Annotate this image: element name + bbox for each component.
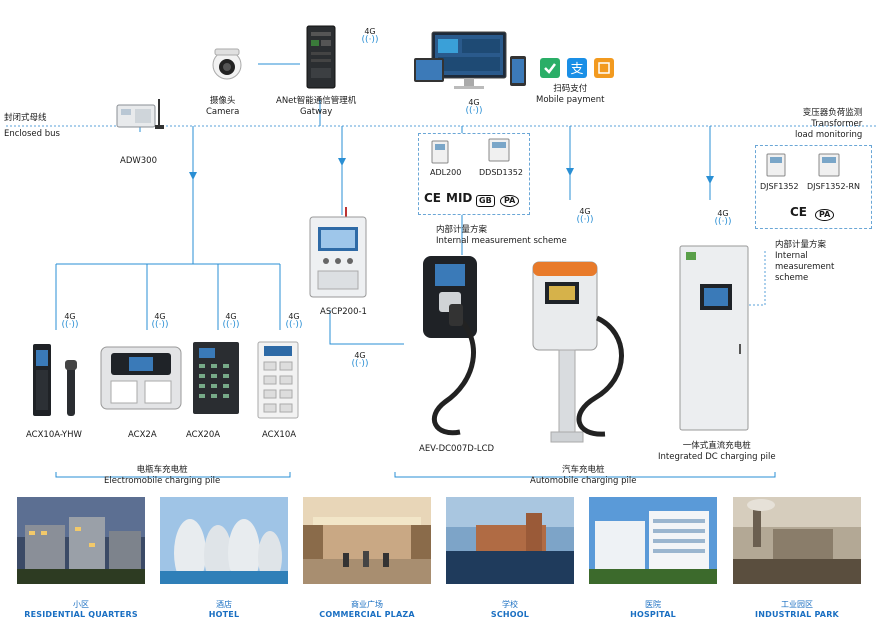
ddsd1352-label: DDSD1352	[479, 168, 523, 177]
monitoring-screens	[414, 31, 526, 89]
electromobile-pile-label: 电瓶车充电桩 Electromobile charging pile	[104, 465, 221, 486]
signal-ascp: 4G((·))	[351, 351, 369, 369]
djsf1352rn-meter	[818, 153, 840, 177]
internal-scheme-left: 内部计量方案 Internal measurement scheme	[436, 225, 567, 246]
automobile-pile-label: 汽车充电桩 Automobile charging pile	[530, 465, 637, 486]
integrated-dc-label: 一体式直流充电桩 Integrated DC charging pile	[658, 441, 776, 462]
acx20a-label: ACX20A	[186, 430, 221, 440]
djsf1352rn-label: DJSF1352-RN	[807, 182, 860, 191]
gb-mark: GB	[476, 195, 495, 207]
acx20a-device	[193, 342, 239, 414]
transformer-label: 变压器负荷监测 Transformer load monitoring	[795, 108, 863, 140]
integrated-dc-device	[679, 245, 749, 431]
signal-gateway: 4G((·))	[358, 28, 382, 45]
acx10a-device	[257, 341, 299, 419]
mid-mark: MID	[446, 191, 473, 205]
wifi-icon: ((·))	[361, 35, 379, 45]
signal-dc: 4G((·))	[714, 209, 732, 227]
pa-mark: PA	[500, 195, 520, 207]
acx2a-device	[100, 346, 182, 410]
adw300-label: ADW300	[120, 156, 157, 166]
ddsd1352-meter	[488, 138, 510, 162]
adl200-label: ADL200	[430, 168, 462, 177]
automobile-pile-device	[532, 261, 624, 443]
scene-photo-school	[446, 497, 574, 584]
gateway-device	[306, 25, 336, 89]
camera-device	[212, 48, 242, 80]
acx10a-yhw-device	[33, 344, 77, 416]
scene-photo-residential	[17, 497, 145, 584]
ce-mark-right: CE	[790, 205, 808, 219]
payment-label: 扫码支付 Mobile payment	[536, 84, 605, 105]
wechat-pay-icon	[540, 58, 560, 78]
adw300-device	[116, 99, 164, 129]
scene-photo-hospital	[589, 497, 717, 584]
pa-mark-right: PA	[815, 209, 835, 221]
signal-screens: 4G((·))	[465, 98, 483, 116]
djsf1352-meter	[766, 153, 786, 177]
signal-electro-2: 4G((·))	[151, 312, 169, 330]
signal-electro-4: 4G((·))	[285, 312, 303, 330]
union-pay-icon	[594, 58, 614, 78]
signal-electro-1: 4G((·))	[61, 312, 79, 330]
aev-label: AEV-DC007D-LCD	[419, 444, 495, 454]
enclosed-bus-label-en: Enclosed bus	[4, 129, 60, 139]
ascp200-label: ASCP200-1	[320, 307, 367, 317]
payment-icons: 支	[540, 58, 614, 78]
acx10a-yhw-label: ACX10A-YHW	[26, 430, 82, 440]
djsf1352-label: DJSF1352	[760, 182, 799, 191]
scene-photo-industrial	[733, 497, 861, 584]
adl200-meter	[431, 140, 449, 164]
gateway-label: ANet智能通信管理机 Gatway	[276, 96, 357, 117]
svg-text:支: 支	[570, 62, 583, 77]
scene-photo-plaza	[303, 497, 431, 584]
signal-auto: 4G((·))	[576, 207, 594, 225]
scene-photo-hotel	[160, 497, 288, 584]
acx2a-label: ACX2A	[128, 430, 157, 440]
alipay-icon	[567, 58, 587, 78]
camera-label: 摄像头 Camera	[206, 96, 240, 117]
enclosed-bus-label: 封闭式母线	[4, 113, 47, 123]
acx10a-label: ACX10A	[262, 430, 297, 440]
ce-mark: CE	[424, 191, 442, 205]
aev-dc007d-device	[423, 256, 477, 436]
ascp200-device	[309, 207, 367, 298]
internal-scheme-right: 内部计量方案 Internal measurement scheme	[775, 240, 835, 283]
signal-electro-3: 4G((·))	[222, 312, 240, 330]
